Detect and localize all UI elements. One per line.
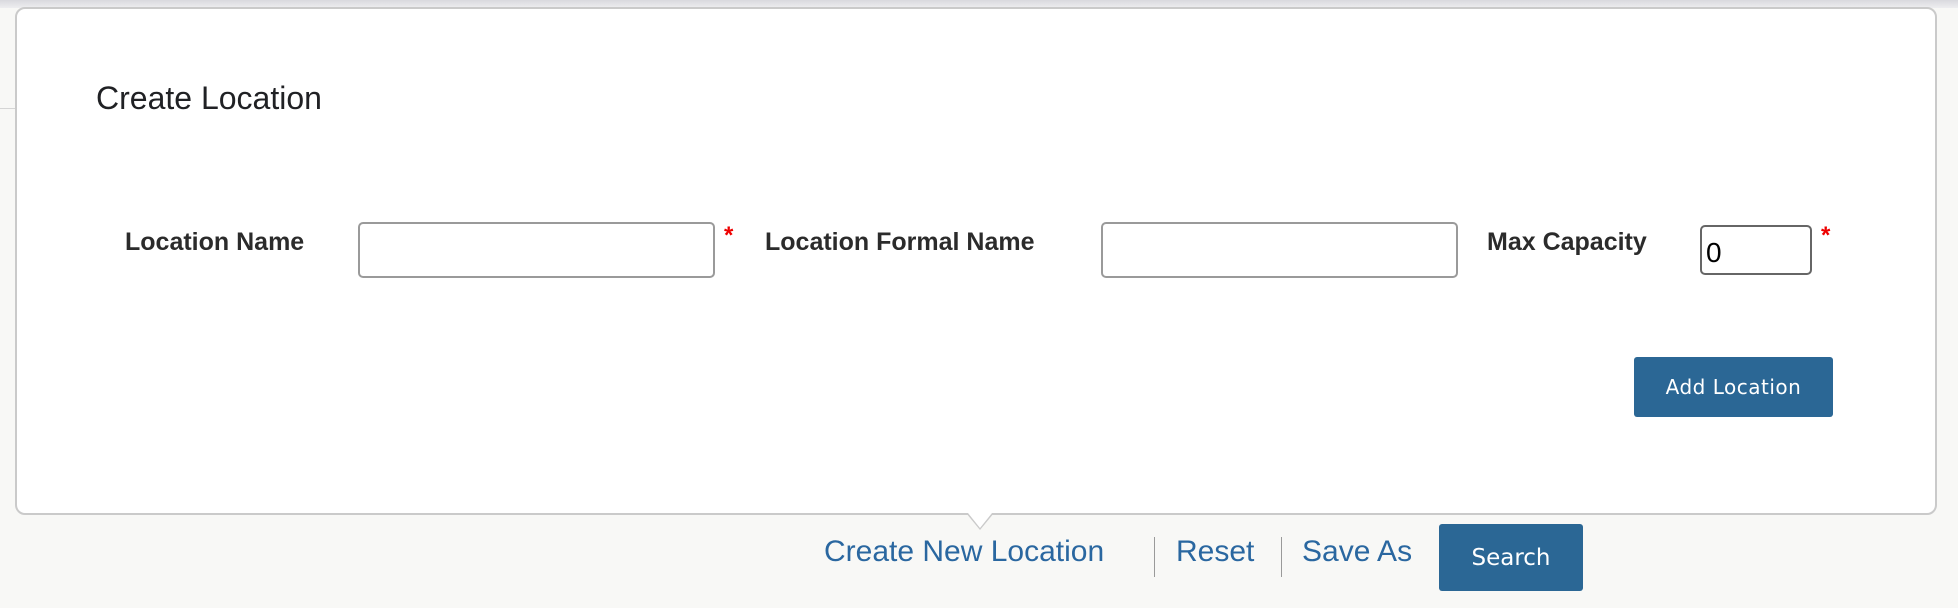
- top-strip: [0, 0, 1958, 8]
- add-location-button[interactable]: Add Location: [1634, 357, 1833, 417]
- create-new-location-link[interactable]: Create New Location: [824, 535, 1105, 568]
- location-name-input[interactable]: [358, 222, 715, 278]
- location-formal-name-input[interactable]: [1101, 222, 1458, 278]
- location-name-label: Location Name: [125, 228, 305, 256]
- search-button[interactable]: Search: [1439, 524, 1583, 591]
- max-capacity-input[interactable]: [1700, 225, 1812, 275]
- reset-link[interactable]: Reset: [1176, 535, 1255, 568]
- panel-title: Create Location: [96, 80, 322, 116]
- max-capacity-label: Max Capacity: [1487, 228, 1647, 256]
- divider: [1154, 537, 1155, 577]
- required-marker: *: [1821, 222, 1831, 249]
- required-marker: *: [724, 222, 734, 249]
- divider: [1281, 537, 1282, 577]
- location-formal-name-label: Location Formal Name: [765, 228, 1035, 256]
- divider: [0, 108, 15, 109]
- popover-pointer-fill: [968, 513, 992, 528]
- save-as-link[interactable]: Save As: [1302, 535, 1413, 568]
- create-location-panel: [15, 7, 1937, 515]
